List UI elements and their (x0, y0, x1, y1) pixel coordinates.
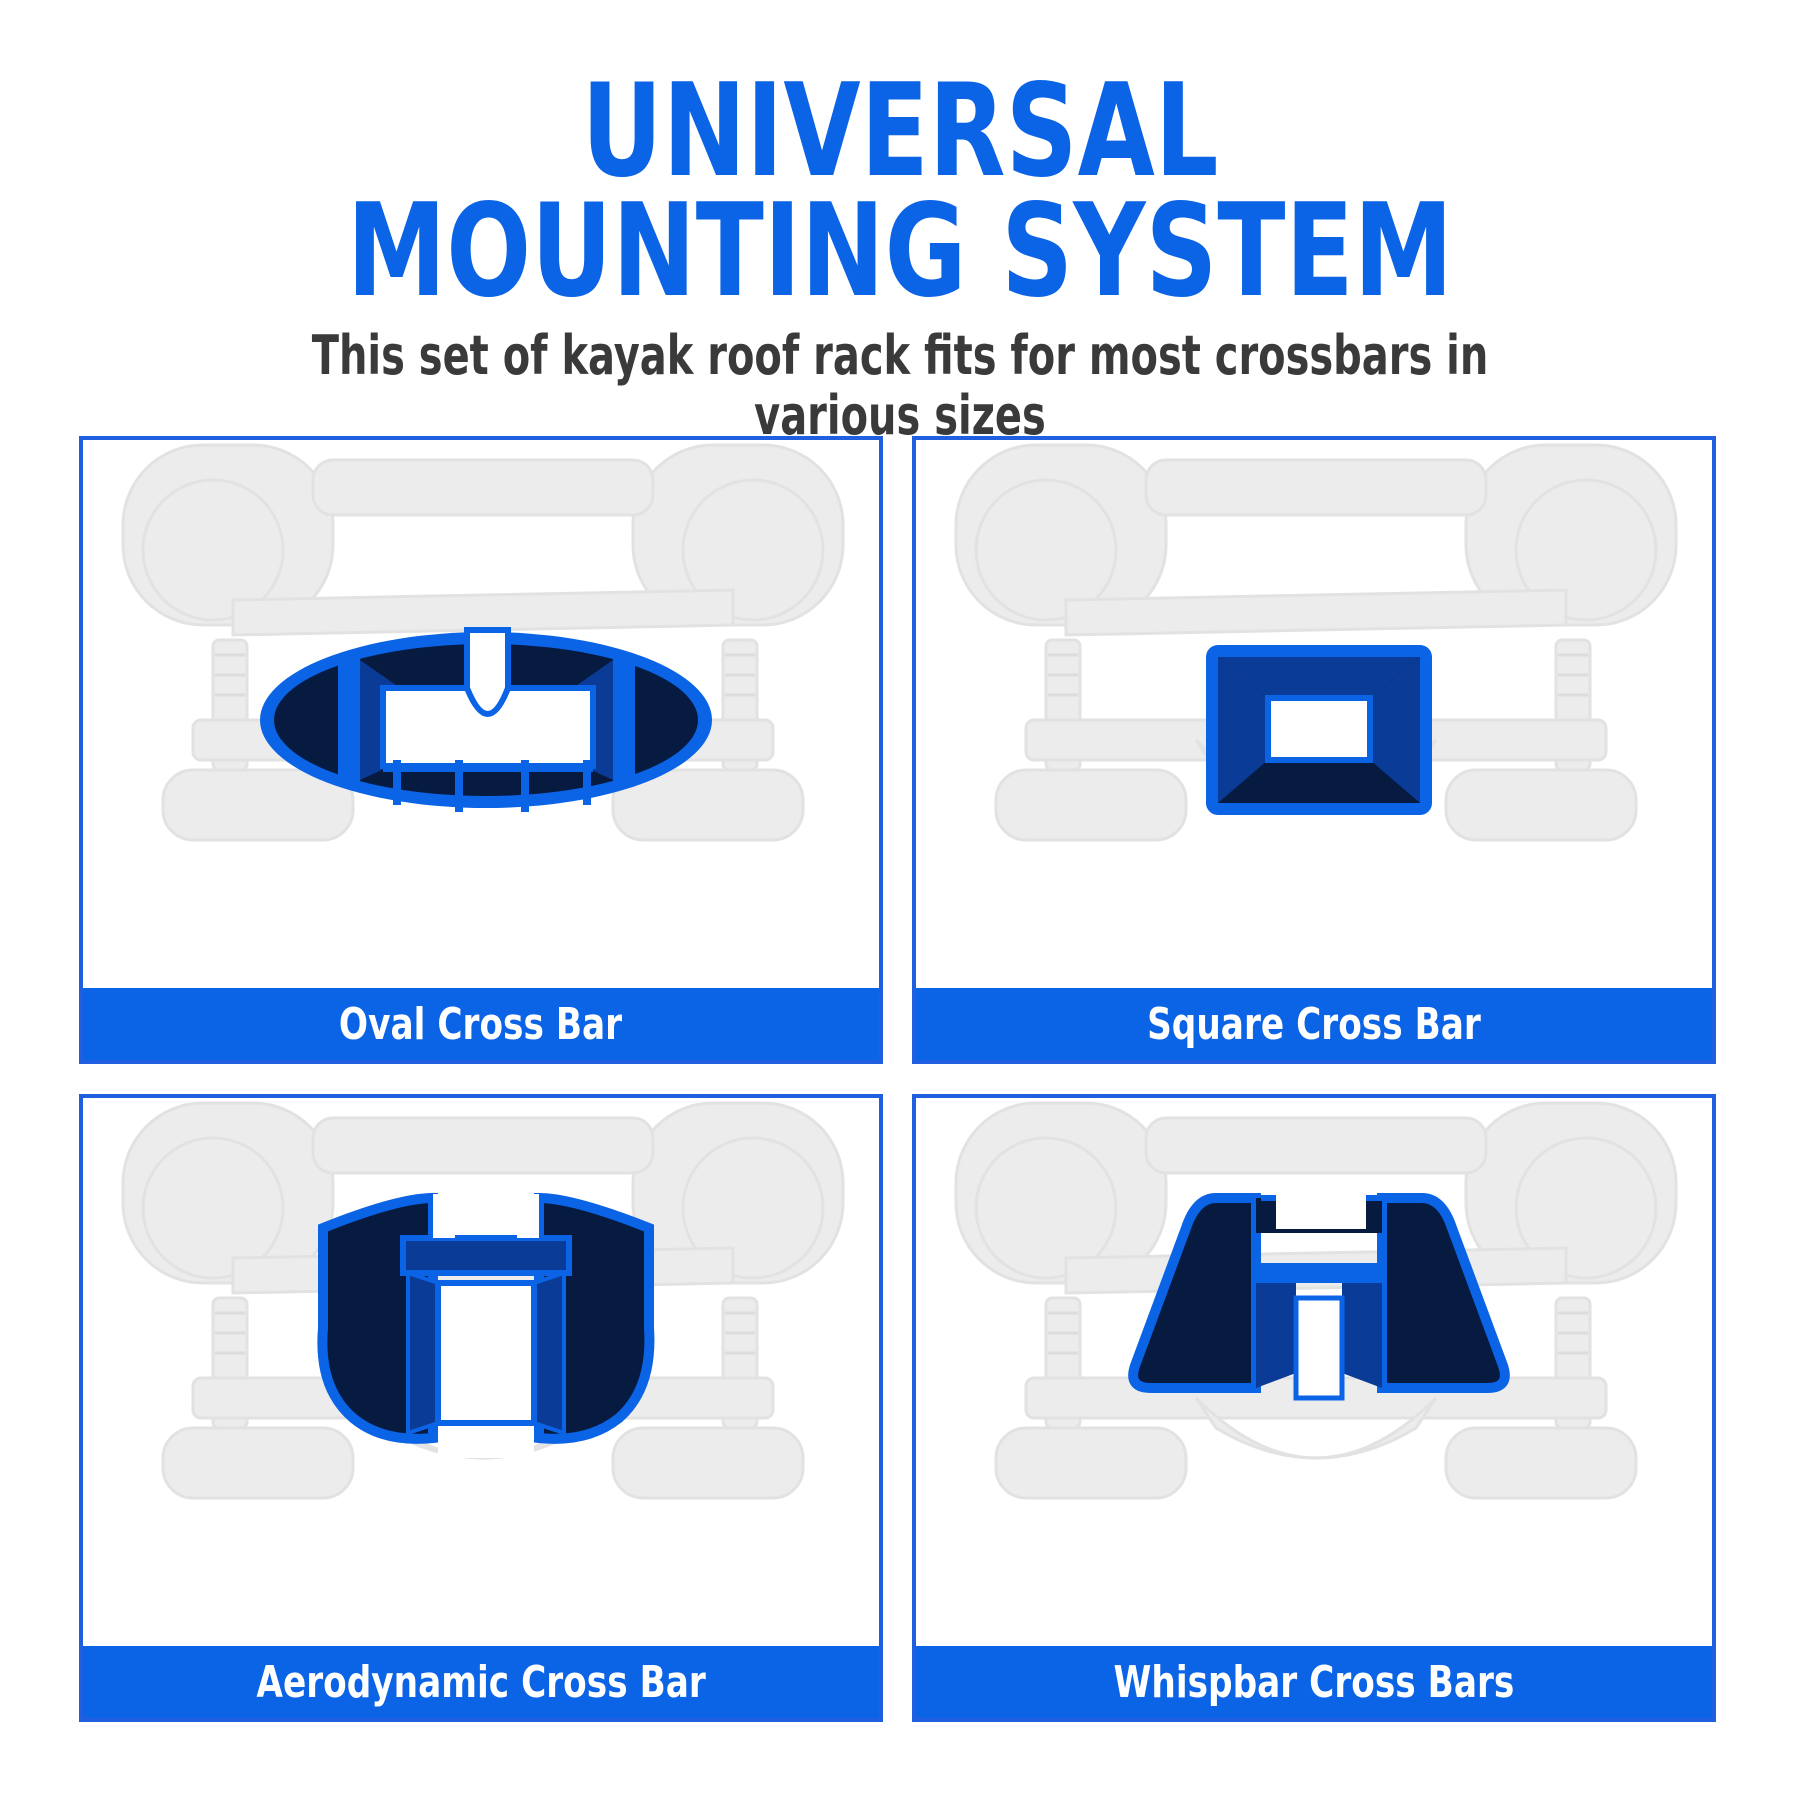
card-label: Aerodynamic Cross Bar (256, 1656, 706, 1708)
card-label: Whispbar Cross Bars (1113, 1656, 1515, 1708)
whispbar-crossbar-profile-icon (1128, 1193, 1510, 1401)
page-title-line-1: UNIVERSAL (581, 57, 1219, 206)
page-subtitle: This set of kayak roof rack fits for mos… (311, 324, 1489, 447)
card-label: Oval Cross Bar (339, 998, 623, 1050)
square-crossbar-profile-icon (1206, 645, 1432, 815)
card-label: Square Cross Bar (1147, 998, 1481, 1050)
card-label-bar: Square Cross Bar (916, 988, 1712, 1060)
page-title-line-2: MOUNTING SYSTEM (346, 177, 1454, 326)
card-label-bar: Aerodynamic Cross Bar (83, 1646, 879, 1718)
card-square-cross-bar: Square Cross Bar (912, 436, 1716, 1064)
card-aerodynamic-cross-bar: Aerodynamic Cross Bar (79, 1094, 883, 1722)
card-label-bar: Whispbar Cross Bars (916, 1646, 1712, 1718)
card-whispbar-cross-bars: Whispbar Cross Bars (912, 1094, 1716, 1722)
card-label-bar: Oval Cross Bar (83, 988, 879, 1060)
card-oval-cross-bar: Oval Cross Bar (79, 436, 883, 1064)
oval-crossbar-profile-icon (260, 627, 712, 812)
aerodynamic-crossbar-profile-icon (317, 1192, 655, 1458)
